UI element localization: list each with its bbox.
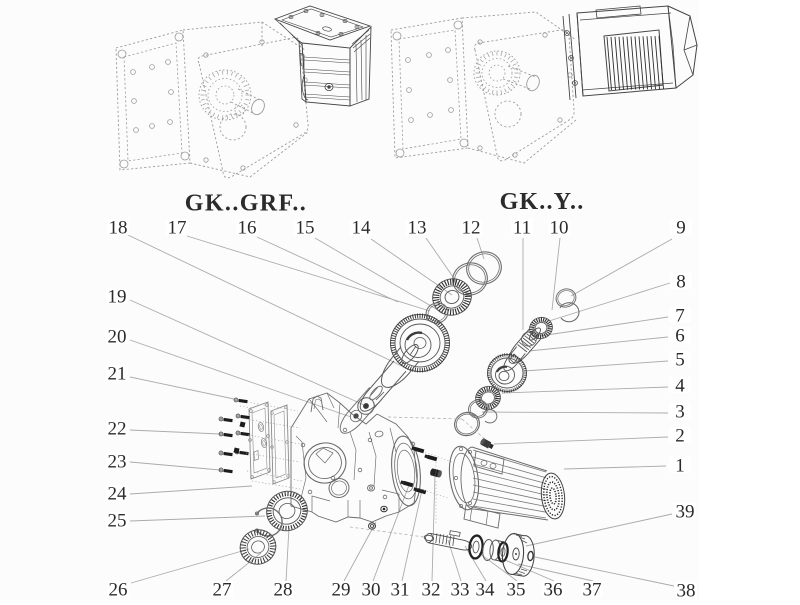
- svg-text:3: 3: [675, 402, 685, 423]
- svg-text:14: 14: [352, 218, 372, 239]
- svg-text:12: 12: [462, 218, 481, 239]
- svg-text:37: 37: [583, 580, 602, 601]
- svg-text:19: 19: [108, 287, 127, 308]
- svg-text:4: 4: [675, 376, 685, 397]
- svg-text:17: 17: [168, 218, 187, 239]
- svg-text:15: 15: [296, 218, 315, 239]
- svg-text:16: 16: [238, 218, 257, 239]
- svg-text:18: 18: [109, 218, 128, 239]
- svg-text:33: 33: [451, 580, 470, 601]
- svg-text:30: 30: [362, 580, 381, 601]
- svg-text:7: 7: [675, 306, 685, 327]
- svg-text:10: 10: [550, 218, 569, 239]
- svg-text:9: 9: [676, 218, 686, 239]
- svg-text:31: 31: [391, 580, 410, 601]
- svg-text:27: 27: [213, 580, 232, 601]
- svg-text:29: 29: [332, 580, 351, 601]
- svg-text:20: 20: [108, 327, 127, 348]
- svg-text:38: 38: [677, 581, 696, 601]
- svg-text:24: 24: [108, 484, 128, 505]
- svg-text:23: 23: [108, 452, 127, 473]
- svg-text:11: 11: [513, 218, 531, 239]
- svg-text:21: 21: [108, 364, 127, 385]
- svg-text:26: 26: [109, 580, 128, 601]
- svg-text:GK..GRF..: GK..GRF..: [185, 191, 307, 217]
- svg-text:1: 1: [675, 456, 685, 477]
- svg-text:22: 22: [108, 419, 127, 440]
- svg-text:13: 13: [408, 218, 427, 239]
- svg-text:34: 34: [476, 580, 496, 601]
- svg-text:32: 32: [422, 580, 441, 601]
- svg-text:GK..Y..: GK..Y..: [500, 189, 585, 215]
- svg-text:2: 2: [675, 426, 685, 447]
- svg-text:39: 39: [676, 502, 695, 523]
- svg-text:28: 28: [274, 580, 293, 601]
- svg-text:6: 6: [675, 326, 685, 347]
- svg-text:35: 35: [507, 580, 526, 601]
- svg-text:25: 25: [108, 511, 127, 532]
- svg-text:36: 36: [544, 580, 563, 601]
- svg-text:5: 5: [675, 350, 685, 371]
- svg-text:8: 8: [676, 272, 686, 293]
